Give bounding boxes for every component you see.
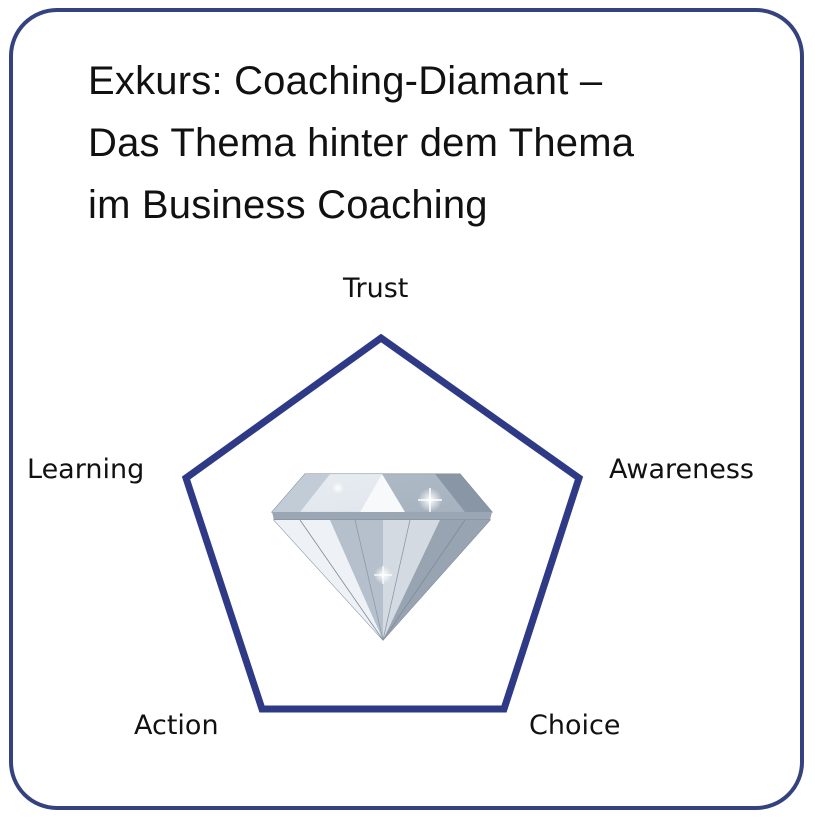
title-line-3: im Business Coaching [88, 183, 488, 227]
vertex-label-choice: Choice [529, 710, 621, 741]
vertex-label-action: Action [134, 710, 219, 741]
title-line-1: Exkurs: Coaching-Diamant – [88, 59, 603, 103]
pentagon-outline [181, 333, 584, 713]
slide-title: Exkurs: Coaching-Diamant – Das Thema hin… [88, 50, 634, 236]
diamond-icon [270, 473, 494, 641]
vertex-label-learning: Learning [27, 454, 145, 485]
vertex-label-trust: Trust [343, 273, 409, 304]
vertex-label-awareness: Awareness [609, 454, 754, 485]
title-line-2: Das Thema hinter dem Thema [88, 121, 635, 165]
slide-frame [9, 8, 804, 810]
